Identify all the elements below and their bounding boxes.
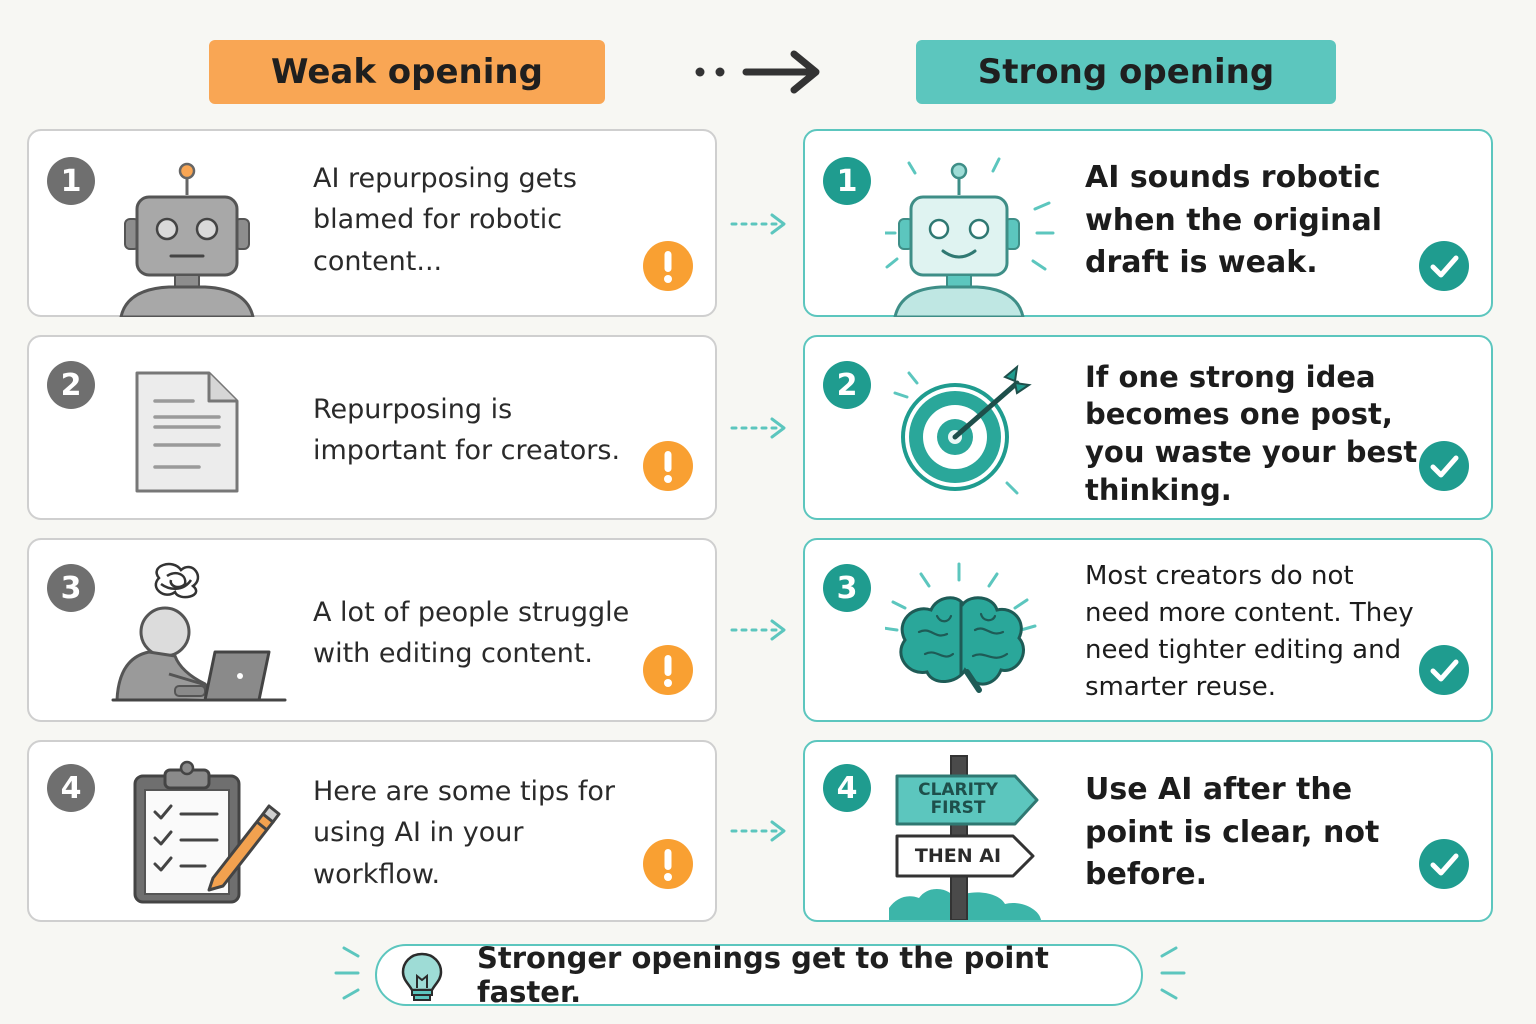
dotted-arrow-icon xyxy=(730,820,786,842)
arrow-right-icon xyxy=(695,50,820,94)
footer-banner: Stronger openings get to the point faste… xyxy=(375,941,1143,1009)
warning-icon xyxy=(643,645,693,695)
strong-item-text: Use AI after the point is clear, not bef… xyxy=(1085,772,1380,893)
strong-item-2: 2 If one strong idea becomes one post, y… xyxy=(803,335,1493,520)
weak-item-text: AI repurposing gets blamed for robotic c… xyxy=(313,163,577,277)
step-number-badge: 4 xyxy=(823,764,871,812)
step-number-badge: 3 xyxy=(823,564,871,612)
footer-text: Stronger openings get to the point faste… xyxy=(477,941,1049,1009)
weak-item-text: A lot of people struggle with editing co… xyxy=(313,596,630,669)
clipboard-icon xyxy=(133,760,281,904)
step-number-badge: 3 xyxy=(47,564,95,612)
strong-opening-header: Strong opening xyxy=(916,40,1336,104)
right-rays-icon xyxy=(1160,946,1186,1000)
brain-icon xyxy=(885,562,1037,693)
strong-item-1: 1 AI sounds robotic when the original dr… xyxy=(803,129,1493,317)
robot-icon xyxy=(885,157,1055,317)
warning-icon xyxy=(643,441,693,491)
weak-item-text: Here are some tips for using AI in your … xyxy=(313,776,615,890)
lightbulb-icon xyxy=(401,952,443,1001)
strong-item-text: AI sounds robotic when the original draf… xyxy=(1085,160,1383,281)
step-number-badge: 1 xyxy=(823,157,871,205)
robot-icon xyxy=(119,162,255,317)
signpost-top-label: CLARITY FIRST xyxy=(918,780,998,818)
strong-item-text: If one strong idea becomes one post, you… xyxy=(1085,359,1418,507)
strong-item-4: 4 CLARITY FIRST THEN AI Use AI after the… xyxy=(803,740,1493,922)
checkmark-icon xyxy=(1419,839,1469,889)
checkmark-icon xyxy=(1419,441,1469,491)
target-icon xyxy=(893,364,1032,495)
strong-item-text: Most creators do not need more content. … xyxy=(1085,561,1414,702)
step-number-badge: 1 xyxy=(47,157,95,205)
weak-item-3: 3 A lot of people struggle with editing … xyxy=(27,538,717,722)
document-icon xyxy=(135,371,239,493)
warning-icon xyxy=(643,241,693,291)
warning-icon xyxy=(643,839,693,889)
weak-item-text: Repurposing is important for creators. xyxy=(313,393,621,466)
left-rays-icon xyxy=(334,946,360,1000)
dotted-arrow-icon xyxy=(730,417,786,439)
weak-item-4: 4 Here are some tips for using AI in you… xyxy=(27,740,717,922)
strong-header-label: Strong opening xyxy=(977,52,1275,92)
signpost-icon: CLARITY FIRST THEN AI xyxy=(889,742,1049,920)
person-laptop-icon xyxy=(111,562,287,702)
weak-item-1: 1 AI repurposing gets blamed for robotic… xyxy=(27,129,717,317)
weak-item-2: 2 Repurposing is important for creators. xyxy=(27,335,717,520)
dotted-arrow-icon xyxy=(730,619,786,641)
step-number-badge: 2 xyxy=(47,361,95,409)
signpost-bottom-label: THEN AI xyxy=(914,845,1002,867)
weak-opening-header: Weak opening xyxy=(209,40,605,104)
checkmark-icon xyxy=(1419,645,1469,695)
step-number-badge: 2 xyxy=(823,361,871,409)
checkmark-icon xyxy=(1419,241,1469,291)
dotted-arrow-icon xyxy=(730,213,786,235)
step-number-badge: 4 xyxy=(47,764,95,812)
weak-header-label: Weak opening xyxy=(271,52,543,92)
strong-item-3: 3 Most creators do not need more content… xyxy=(803,538,1493,722)
